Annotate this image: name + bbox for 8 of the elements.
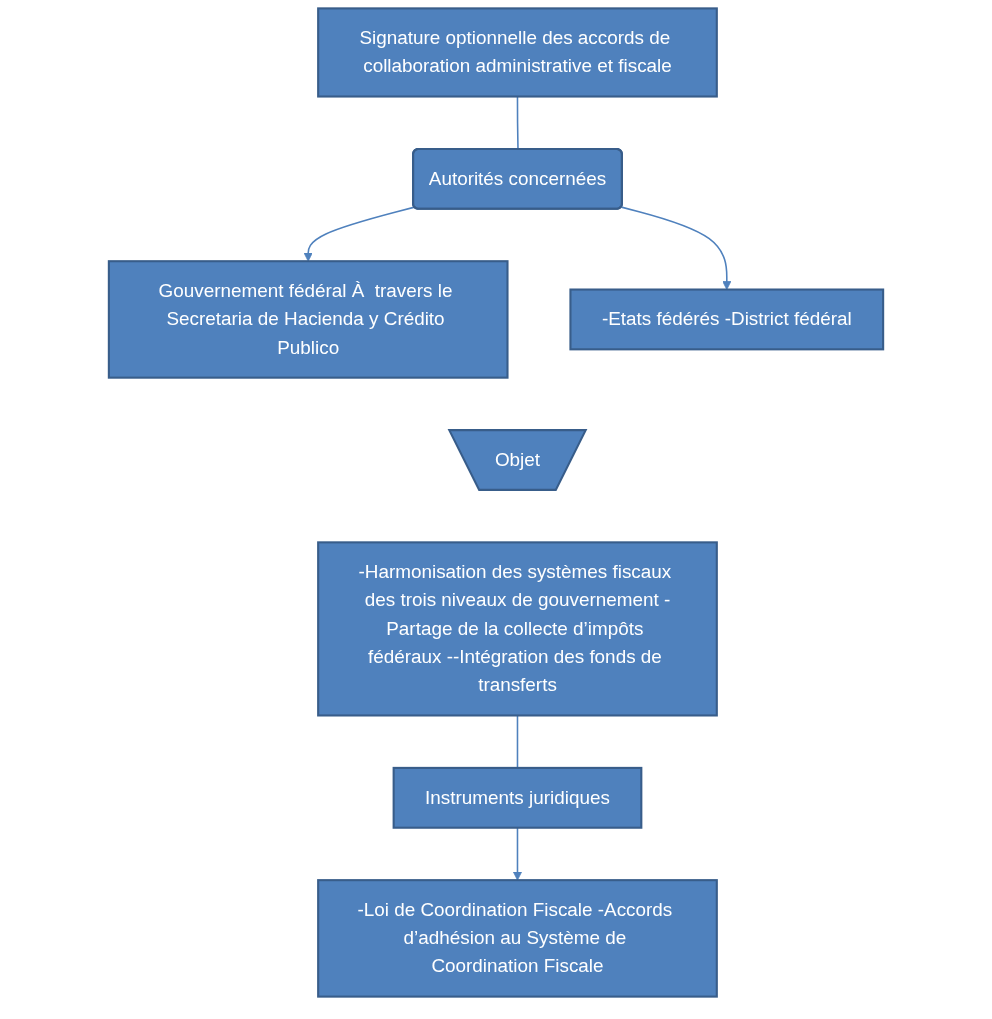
node-box: Signature optionnelle des accords de collaboration administrative et fiscale: [317, 7, 718, 98]
arrow: [303, 206, 416, 262]
node-box: Instruments juridiques: [392, 766, 643, 829]
node-box: -Etats fédérés -District fédéral: [569, 288, 885, 351]
arrow: [620, 206, 732, 290]
node-box: -Harmonisation des systèmes fiscaux des trois niveaux de gouvernement -Partage de la collecte d’impôts fédéraux --Intégration des fonds de transferts: [317, 541, 718, 717]
node-box: -Loi de Coordination Fiscale -Accords d’adhésion au Système de Coordination Fiscale: [317, 879, 718, 998]
node-box: Gouvernement fédéral À travers le Secretaria de Hacienda y Crédito Publico: [107, 260, 509, 379]
